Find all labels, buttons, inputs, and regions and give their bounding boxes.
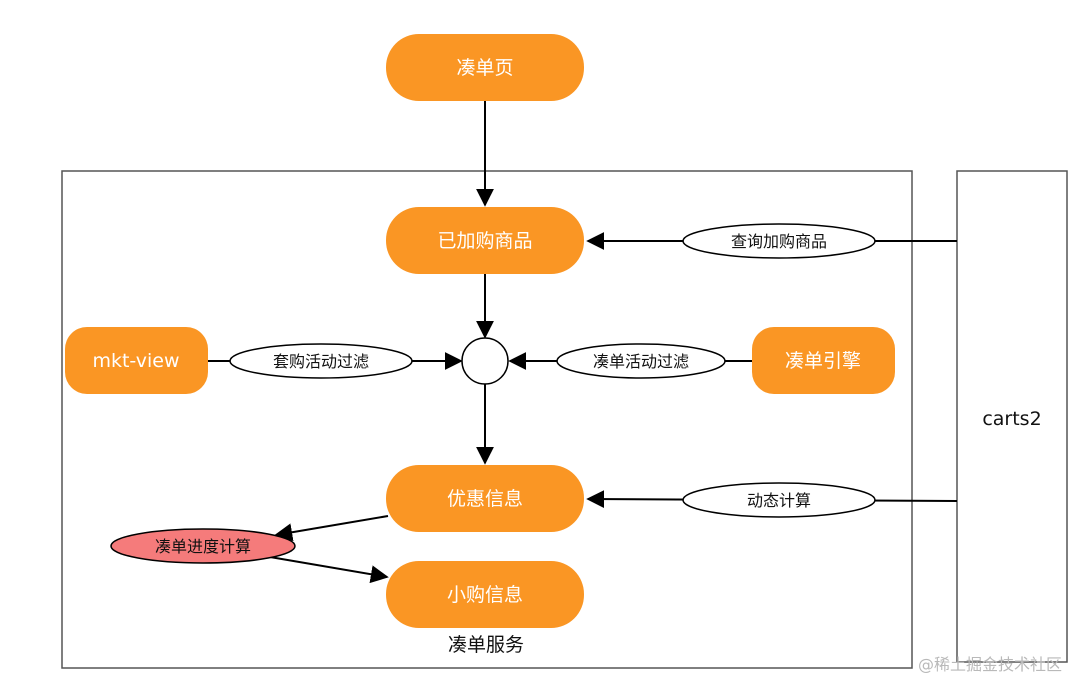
carts2-box xyxy=(956,170,1068,663)
node-promo-info-label: 优惠信息 xyxy=(447,488,523,510)
node-mkt-view-label: mkt-view xyxy=(92,350,179,372)
label-progress-calc: 凑单进度计算 xyxy=(110,528,296,564)
node-cart-page-label: 凑单页 xyxy=(456,57,513,79)
node-cart-engine-label: 凑单引擎 xyxy=(785,350,861,372)
label-query-added-goods: 查询加购商品 xyxy=(682,223,876,259)
service-container xyxy=(61,170,913,669)
node-cart-engine[interactable]: 凑单引擎 xyxy=(752,327,895,394)
edge-promo-to-progress xyxy=(274,515,389,542)
svg-text:凑单活动过滤: 凑单活动过滤 xyxy=(593,352,689,371)
junction-node xyxy=(461,337,509,385)
svg-text:查询加购商品: 查询加购商品 xyxy=(731,232,827,251)
node-mini-buy-info-label: 小购信息 xyxy=(447,584,523,606)
node-promo-info[interactable]: 优惠信息 xyxy=(386,465,584,532)
edge-progress-to-minibuy xyxy=(269,556,389,584)
node-mini-buy-info[interactable]: 小购信息 xyxy=(386,561,584,628)
carts2-label: carts2 xyxy=(982,408,1041,430)
node-mkt-view[interactable]: mkt-view xyxy=(65,327,208,394)
watermark: @稀土掘金技术社区 xyxy=(918,655,1062,674)
label-cart-activity-filter: 凑单活动过滤 xyxy=(556,343,726,379)
node-added-goods[interactable]: 已加购商品 xyxy=(386,207,584,274)
service-label: 凑单服务 xyxy=(448,634,524,656)
node-added-goods-label: 已加购商品 xyxy=(437,230,532,252)
svg-text:动态计算: 动态计算 xyxy=(747,491,811,510)
svg-text:凑单进度计算: 凑单进度计算 xyxy=(155,537,251,556)
label-bundle-filter: 套购活动过滤 xyxy=(229,343,413,379)
node-cart-page[interactable]: 凑单页 xyxy=(386,34,584,101)
label-dynamic-calc: 动态计算 xyxy=(682,482,876,518)
svg-text:套购活动过滤: 套购活动过滤 xyxy=(273,352,369,371)
